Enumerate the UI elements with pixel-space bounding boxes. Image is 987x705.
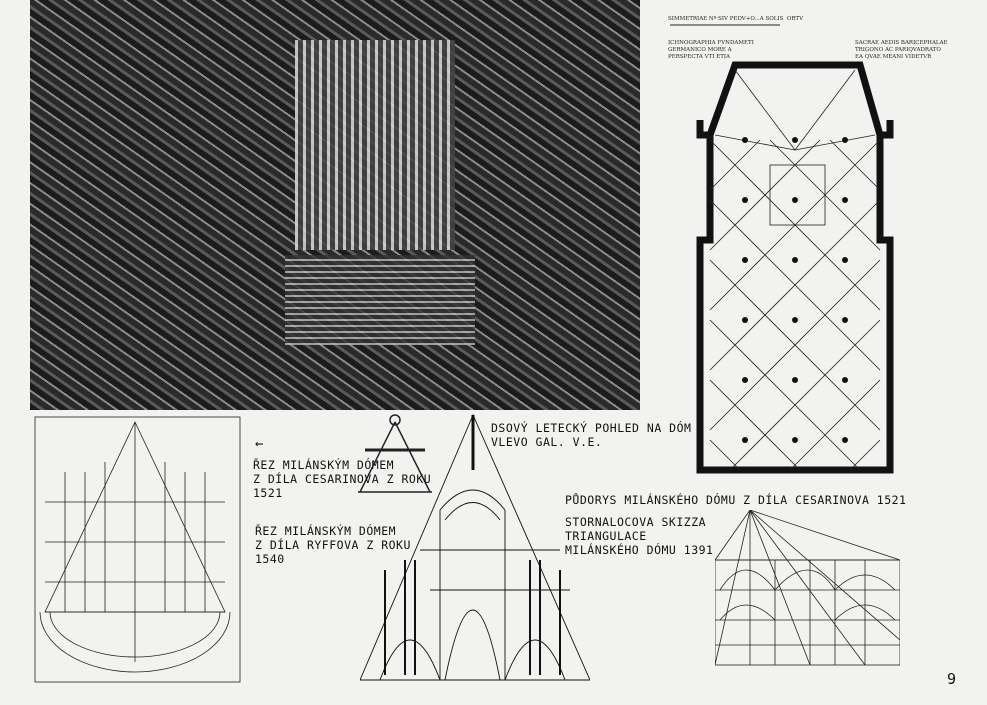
piazza-duomo (285, 255, 475, 345)
aerial-photo-caption-line2: VLEVO GAL. V.E. (491, 435, 603, 449)
cesariano-caption-line2: Z DÍLA CESARINOVA Z ROKU (253, 472, 432, 486)
cesariano-section-drawing (34, 416, 241, 683)
plan-header-text: SIMMETRIAE Nº·SIV PEDV+O...A SOLIS ORTV (668, 16, 804, 22)
plan-left-note: ICHNOGRAPHIA FVNDAMETI GERMANICO MORE A … (668, 40, 754, 60)
sketch-caption-line2: TRIANGULACE (565, 529, 647, 543)
ryff-caption-line2: Z DÍLA RYFFOVA Z ROKU (255, 538, 411, 552)
ryff-caption-line3: 1540 (255, 552, 285, 566)
cesariano-caption-line1: ŘEZ MILÁNSKÝM DÓMEM (253, 458, 395, 472)
aerial-photo-milan-cathedral (30, 0, 640, 410)
sketch-caption-line1: STORNALOCOVA SKIZZA (565, 515, 707, 529)
floor-plan-drawing (670, 24, 894, 474)
compass-drawing (358, 414, 432, 493)
sketch-caption-line3: MILÁNSKÉHO DÓMU 1391 (565, 543, 714, 557)
cathedral-facade (295, 40, 455, 250)
aerial-photo-caption-line1: DSOVÝ LETECKÝ POHLED NA DÓM (491, 421, 692, 435)
plan-right-note: SACRAE AEDIS BARICEPHALAE TRIGONO AC PAR… (855, 40, 948, 60)
page-number: 9 (947, 670, 957, 688)
plan-caption: PŮDORYS MILÁNSKÉHO DÓMU Z DÍLA CESARINOV… (565, 493, 907, 507)
arrow-left-icon: ← (255, 436, 264, 452)
cesariano-caption-line3: 1521 (253, 486, 283, 500)
ryff-section-drawing (360, 413, 590, 681)
triangulation-sketch (715, 510, 900, 666)
ryff-caption-line1: ŘEZ MILÁNSKÝM DÓMEM (255, 524, 397, 538)
